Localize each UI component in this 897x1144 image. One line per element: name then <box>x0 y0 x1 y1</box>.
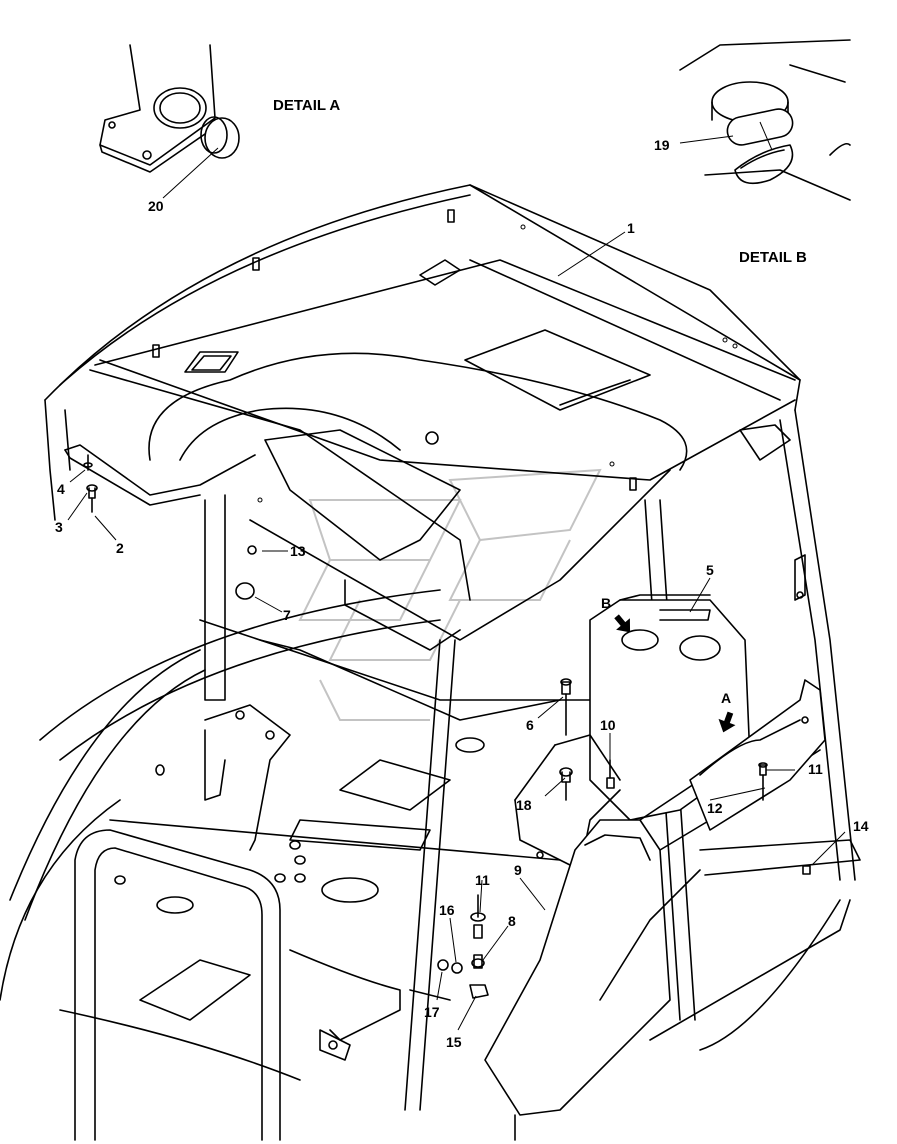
callout-3: 3 <box>55 519 63 535</box>
text-labels: DETAIL A DETAIL B A B 1 2 3 4 5 6 7 8 9 … <box>55 97 869 1050</box>
callout-14: 14 <box>853 818 869 834</box>
roof-panel <box>44 184 801 651</box>
callout-11-lower: 11 <box>475 872 490 888</box>
callout-12: 12 <box>707 800 723 816</box>
callout-10: 10 <box>600 717 616 733</box>
fender <box>484 679 826 1116</box>
leader-lines <box>67 121 846 1031</box>
grommet-icon <box>726 108 794 146</box>
callout-20: 20 <box>148 198 164 214</box>
view-b-label: B <box>601 595 611 611</box>
callout-13: 13 <box>290 543 306 559</box>
callout-16: 16 <box>439 902 455 918</box>
detail-b-inset <box>679 39 851 201</box>
callout-6: 6 <box>526 717 534 733</box>
plug-cap-icon <box>204 117 240 159</box>
detail-b-label: DETAIL B <box>739 249 807 266</box>
hardware <box>83 454 811 999</box>
callout-18: 18 <box>516 797 532 813</box>
detail-a-inset <box>99 44 240 173</box>
callout-9: 9 <box>514 862 522 878</box>
callout-5: 5 <box>706 562 714 578</box>
callout-19: 19 <box>654 137 670 153</box>
callout-15: 15 <box>446 1034 462 1050</box>
callout-17: 17 <box>424 1004 440 1020</box>
callout-7: 7 <box>283 607 291 623</box>
callout-8: 8 <box>508 913 516 929</box>
cab-frame <box>0 399 861 1141</box>
callout-1: 1 <box>627 220 635 236</box>
callout-11-upper: 11 <box>808 761 823 777</box>
detail-a-label: DETAIL A <box>273 97 340 114</box>
callout-2: 2 <box>116 540 124 556</box>
view-a-label: A <box>721 690 731 706</box>
callout-4: 4 <box>57 481 65 497</box>
